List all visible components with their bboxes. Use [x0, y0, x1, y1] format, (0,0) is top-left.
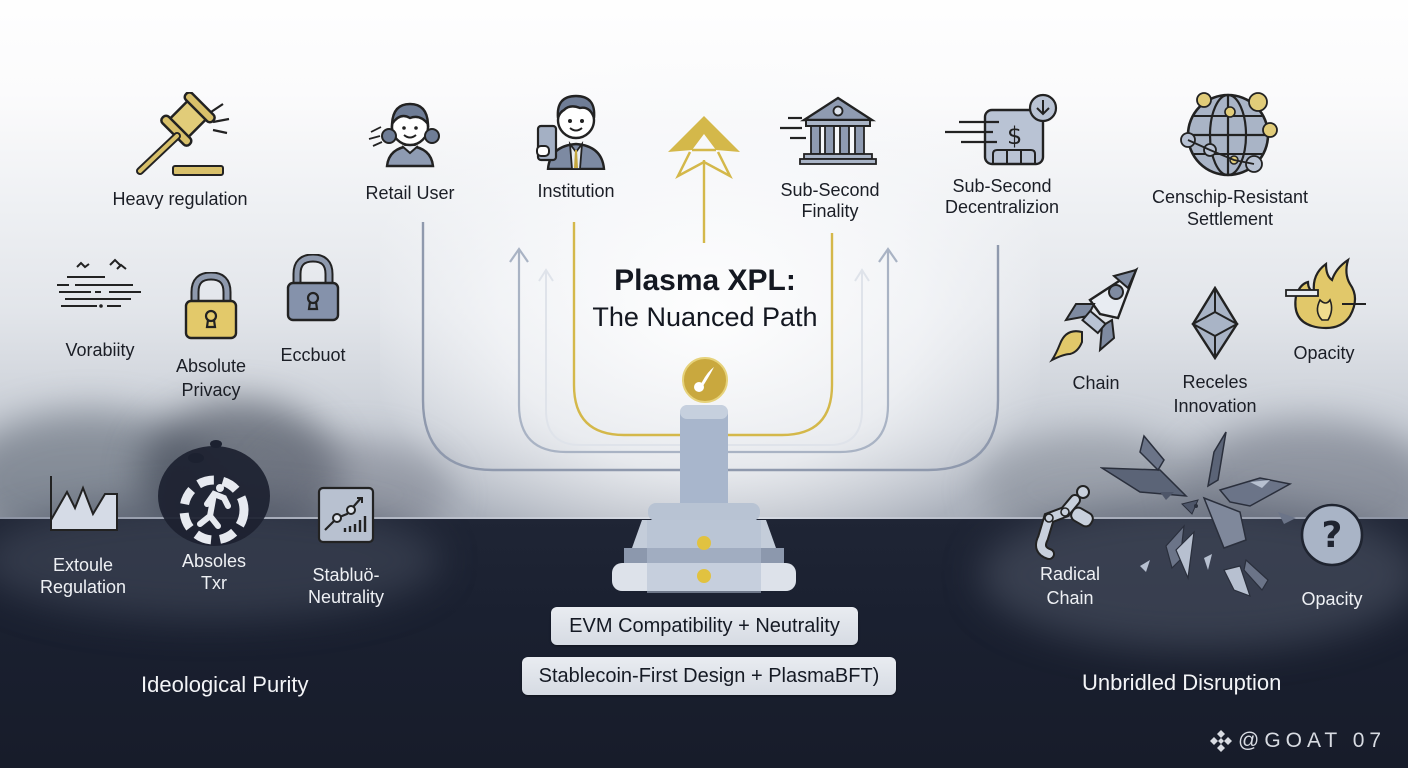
item-label: Opacity	[1293, 343, 1355, 363]
payment-terminal-icon: $	[945, 93, 1058, 166]
item-eccbuot: Eccbuot	[268, 254, 358, 367]
item-label: Absoles Txr	[181, 551, 247, 593]
item-label: Eccbuot	[280, 345, 346, 365]
item-opacity-fire: Opacity	[1276, 256, 1372, 365]
item-institution: Institution	[516, 88, 636, 203]
item-label: Stabluö- Neutrality	[307, 565, 385, 607]
item-vorabiity: Vorabiity	[50, 255, 150, 362]
feature-pill-stablecoin: Stablecoin-First Design + PlasmaBFT)	[522, 657, 896, 695]
item-heavy-regulation: Heavy regulation	[100, 92, 260, 211]
item-label: Sub-Second Decentralizion	[944, 176, 1060, 217]
arrow-up-icon	[878, 247, 898, 263]
gold-arrowhead-icon	[668, 116, 740, 179]
wind-lines-icon	[57, 258, 141, 308]
item-censorship-resistant-settlement: Censchip-Resistant Settlement	[1140, 90, 1320, 230]
central-pedestal	[612, 405, 796, 593]
item-label: Heavy regulation	[112, 189, 248, 209]
item-label: Retail User	[365, 183, 455, 203]
arrow-up-icon	[509, 247, 529, 263]
shattered-glass-icon	[1100, 431, 1296, 598]
center-title-main: Plasma XPL:	[614, 264, 796, 297]
item-label: Absolute Privacy	[175, 356, 247, 400]
globe-network-icon	[1180, 92, 1278, 177]
item-absoles-txr: Absoles Txr	[152, 434, 276, 594]
item-receles-innovation: Receles Innovation	[1160, 286, 1270, 418]
robotic-arm-icon	[1035, 485, 1094, 560]
item-extoule-regulation: Extoule Regulation	[28, 474, 138, 598]
section-title-unbridled-disruption: Unbridled Disruption	[1082, 670, 1282, 695]
svg-text:$: $	[1007, 122, 1022, 150]
center-title-sub: The Nuanced Path	[592, 302, 818, 332]
item-chain: Chain	[1046, 266, 1146, 395]
item-label: Extoule Regulation	[39, 555, 127, 597]
trend-chart-icon	[317, 486, 375, 544]
svg-text:?: ?	[1322, 515, 1343, 556]
item-stablue-neutrality: Stabluö- Neutrality	[298, 486, 394, 608]
watermark: @GOAT 07	[1208, 728, 1386, 754]
plasma-token-icon	[682, 357, 728, 403]
watermark-text: @GOAT 07	[1238, 729, 1387, 752]
pedestal-light	[697, 536, 711, 550]
broken-circle-figure-icon	[158, 440, 270, 546]
retail-user-icon	[368, 102, 440, 168]
item-sub-second-decentralizion: $ Sub-Second Decentralizion	[928, 92, 1076, 218]
item-label: Chain	[1072, 373, 1120, 393]
institution-user-icon	[536, 94, 606, 170]
mountain-chart-icon	[50, 476, 118, 531]
item-retail-user: Retail User	[350, 94, 470, 205]
fire-icon	[1285, 257, 1366, 330]
item-absolute-privacy: Absolute Privacy	[166, 272, 256, 402]
pedestal-light	[697, 569, 711, 583]
item-label: Opacity	[1301, 589, 1363, 609]
bank-icon	[780, 96, 877, 165]
binance-logo-icon	[1210, 730, 1232, 752]
feature-pill-evm: EVM Compatibility + Neutrality	[551, 607, 858, 645]
item-label: Vorabiity	[65, 340, 135, 360]
section-title-ideological-purity: Ideological Purity	[141, 672, 309, 697]
item-radical-chain: Radical Chain	[1020, 480, 1120, 610]
item-label: Censchip-Resistant Settlement	[1151, 187, 1309, 229]
item-sub-second-finality: Sub-Second Finality	[760, 94, 900, 222]
padlock-grey-icon	[286, 254, 340, 322]
item-label: Receles Innovation	[1173, 372, 1257, 416]
arrow-up-icon	[538, 268, 554, 282]
rocket-icon	[1049, 266, 1139, 363]
item-label: Sub-Second Finality	[780, 180, 880, 221]
center-title: Plasma XPL: The Nuanced Path	[560, 262, 850, 334]
item-label: Radical Chain	[1039, 564, 1101, 608]
padlock-gold-icon	[184, 272, 238, 340]
arrow-up-icon	[854, 268, 870, 282]
item-label: Institution	[537, 181, 615, 201]
gavel-icon	[136, 92, 230, 176]
item-opacity-question: ? Opacity	[1290, 502, 1374, 611]
question-mark-icon: ?	[1300, 503, 1364, 567]
ethereum-diamond-icon	[1191, 286, 1239, 360]
